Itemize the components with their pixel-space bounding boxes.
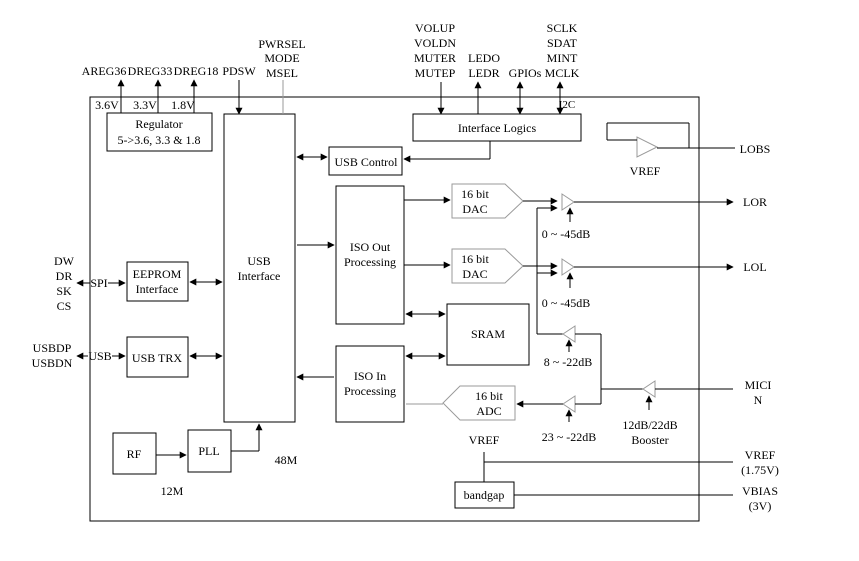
svg-text:Interface Logics: Interface Logics — [458, 121, 537, 135]
usb-interface-block: USB Interface — [223, 113, 296, 423]
label-usb: USB — [88, 349, 111, 363]
svg-text:Interface: Interface — [136, 282, 179, 296]
label-vbias: VBIAS — [742, 484, 778, 498]
lor-amplifier — [561, 193, 575, 222]
label-mutep: MUTEP — [415, 66, 456, 80]
label-usbdn: USBDN — [32, 356, 73, 370]
label-lor: LOR — [743, 195, 767, 209]
label-lol: LOL — [743, 260, 766, 274]
label-vref-voltage: (1.75V) — [741, 463, 779, 477]
iso-in-block: ISO In Processing — [335, 345, 405, 423]
svg-text:ISO Out: ISO Out — [350, 240, 391, 254]
svg-text:DAC: DAC — [462, 267, 487, 281]
label-volup: VOLUP — [415, 21, 455, 35]
label-12m: 12M — [161, 484, 184, 498]
label-mici-n: N — [754, 393, 763, 407]
label-booster-gain: 12dB/22dB — [622, 418, 677, 432]
label-dreg18: DREG18 — [174, 64, 219, 78]
label-ledo: LEDO — [468, 51, 500, 65]
regulator-sub: 5->3.6, 3.3 & 1.8 — [117, 133, 200, 147]
svg-text:16 bit: 16 bit — [461, 187, 489, 201]
label-gain-lor: 0 ~ -45dB — [542, 227, 591, 241]
label-sk: SK — [56, 284, 72, 298]
label-dw: DW — [54, 254, 75, 268]
label-gain-mic1: 8 ~ -22dB — [544, 355, 593, 369]
svg-text:ISO In: ISO In — [354, 369, 386, 383]
label-vref-out: VREF — [745, 448, 776, 462]
label-dreg33: DREG33 — [128, 64, 173, 78]
adc-block: 16 bit ADC — [442, 385, 516, 421]
svg-text:Interface: Interface — [238, 269, 281, 283]
label-48m: 48M — [275, 453, 298, 467]
svg-text:DAC: DAC — [462, 202, 487, 216]
label-pwrsel: PWRSEL — [258, 37, 305, 51]
label-vref-bandgap: VREF — [469, 433, 500, 447]
svg-text:ADC: ADC — [476, 404, 501, 418]
label-gpios: GPIOs — [509, 66, 542, 80]
dac-1-block: 16 bit DAC — [451, 183, 524, 219]
label-mclk: MCLK — [545, 66, 580, 80]
chip-outline — [89, 96, 700, 522]
mic-amplifier-2 — [562, 395, 576, 422]
interface-logics-block: Interface Logics — [412, 113, 582, 142]
label-sdat: SDAT — [547, 36, 578, 50]
label-dr: DR — [56, 269, 73, 283]
lol-amplifier — [561, 258, 575, 288]
sram-block: SRAM — [446, 303, 530, 366]
label-booster: Booster — [631, 433, 668, 447]
lobs-buffer: VREF — [606, 122, 735, 178]
iso-out-block: ISO Out Processing — [335, 185, 405, 325]
label-1v8: 1.8V — [171, 98, 195, 112]
svg-text:16 bit: 16 bit — [461, 252, 489, 266]
label-sclk: SCLK — [547, 21, 578, 35]
label-msel: MSEL — [266, 66, 298, 80]
svg-text:Processing: Processing — [344, 255, 396, 269]
label-3v6: 3.6V — [95, 98, 119, 112]
svg-text:16 bit: 16 bit — [475, 389, 503, 403]
regulator-title: Regulator — [135, 117, 182, 131]
label-mici: MICI — [745, 378, 772, 392]
svg-text:USB Control: USB Control — [334, 155, 398, 169]
label-vref-buffer: VREF — [630, 164, 661, 178]
dac-2-block: 16 bit DAC — [451, 248, 524, 284]
usb-trx-block: USB TRX — [126, 336, 189, 378]
svg-text:EEPROM: EEPROM — [133, 267, 182, 281]
label-areg36: AREG36 — [82, 64, 127, 78]
booster-amplifier — [642, 380, 656, 410]
svg-text:bandgap: bandgap — [464, 488, 505, 502]
label-3v3: 3.3V — [133, 98, 157, 112]
usb-control-block: USB Control — [328, 146, 403, 176]
label-pdsw: PDSW — [222, 64, 256, 78]
svg-text:Processing: Processing — [344, 384, 396, 398]
label-i2c: I2C — [559, 99, 576, 111]
svg-text:USB: USB — [247, 254, 270, 268]
eeprom-block: EEPROM Interface — [126, 261, 189, 302]
svg-text:SRAM: SRAM — [471, 327, 505, 341]
label-gain-lol: 0 ~ -45dB — [542, 296, 591, 310]
svg-text:USB TRX: USB TRX — [132, 351, 182, 365]
svg-text:PLL: PLL — [198, 444, 219, 458]
mic-amplifier-1 — [562, 325, 576, 352]
label-mode: MODE — [264, 51, 299, 65]
label-cs: CS — [57, 299, 72, 313]
label-lobs: LOBS — [740, 142, 771, 156]
label-vbias-voltage: (3V) — [749, 499, 772, 513]
label-voldn: VOLDN — [414, 36, 456, 50]
pll-block: PLL — [187, 429, 232, 473]
label-ledr: LEDR — [468, 66, 499, 80]
label-mint: MINT — [547, 51, 578, 65]
rf-block: RF — [112, 432, 157, 475]
regulator-block: Regulator 5->3.6, 3.3 & 1.8 — [106, 112, 213, 152]
label-usbdp: USBDP — [33, 341, 72, 355]
label-spi: SPI — [90, 276, 107, 290]
bandgap-block: bandgap — [454, 481, 515, 509]
label-gain-mic2: 23 ~ -22dB — [542, 430, 597, 444]
label-muter: MUTER — [414, 51, 456, 65]
svg-text:RF: RF — [127, 447, 142, 461]
